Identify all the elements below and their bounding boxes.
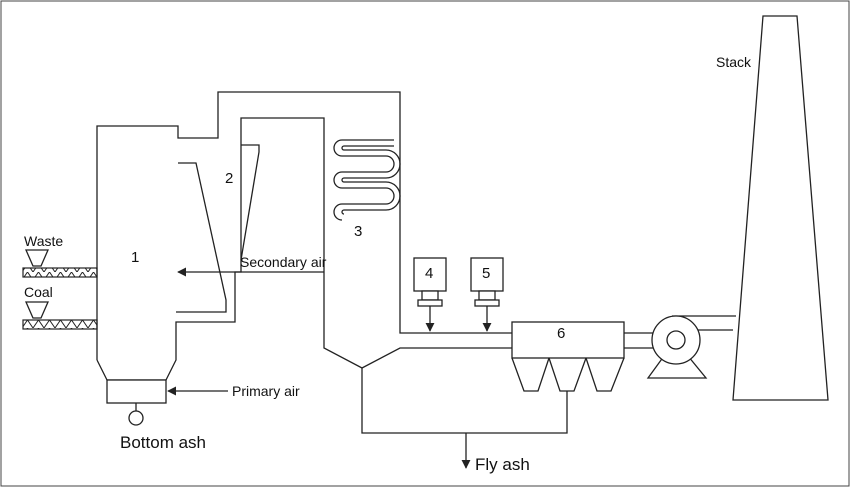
- coal-feeder: [22, 301, 98, 330]
- furnace-number: 1: [131, 249, 139, 266]
- stack-label: Stack: [716, 54, 752, 70]
- heat-exchanger-coil: [333, 139, 401, 221]
- ash-hopper: [106, 379, 167, 404]
- fly-ash-line: [361, 368, 568, 469]
- waste-feeder: [22, 249, 98, 278]
- coal-screw: [22, 319, 98, 330]
- bottom-ash-label: Bottom ash: [120, 433, 206, 452]
- stack: [732, 15, 829, 401]
- cyclone: [176, 144, 260, 313]
- furnace: [96, 91, 512, 426]
- waste-screw: [22, 267, 98, 278]
- heat-exchanger-number: 3: [354, 223, 362, 240]
- silo-5: [470, 257, 504, 332]
- silo-5-number: 5: [482, 265, 490, 282]
- silo-4: [413, 257, 447, 332]
- fly-ash-label: Fly ash: [475, 455, 530, 474]
- induced-draft-fan: [624, 315, 736, 379]
- silo-4-number: 4: [425, 265, 433, 282]
- bottom-ash-valve-icon: [128, 410, 144, 426]
- waste-hopper: [25, 249, 49, 267]
- cyclone-number: 2: [225, 170, 233, 187]
- secondary-air-label: Secondary air: [240, 254, 327, 270]
- waste-label: Waste: [24, 233, 63, 249]
- primary-air-label: Primary air: [232, 383, 300, 399]
- coal-hopper: [25, 301, 49, 319]
- coal-label: Coal: [24, 284, 53, 300]
- filter-unit: [511, 321, 625, 392]
- filter-unit-number: 6: [557, 325, 565, 342]
